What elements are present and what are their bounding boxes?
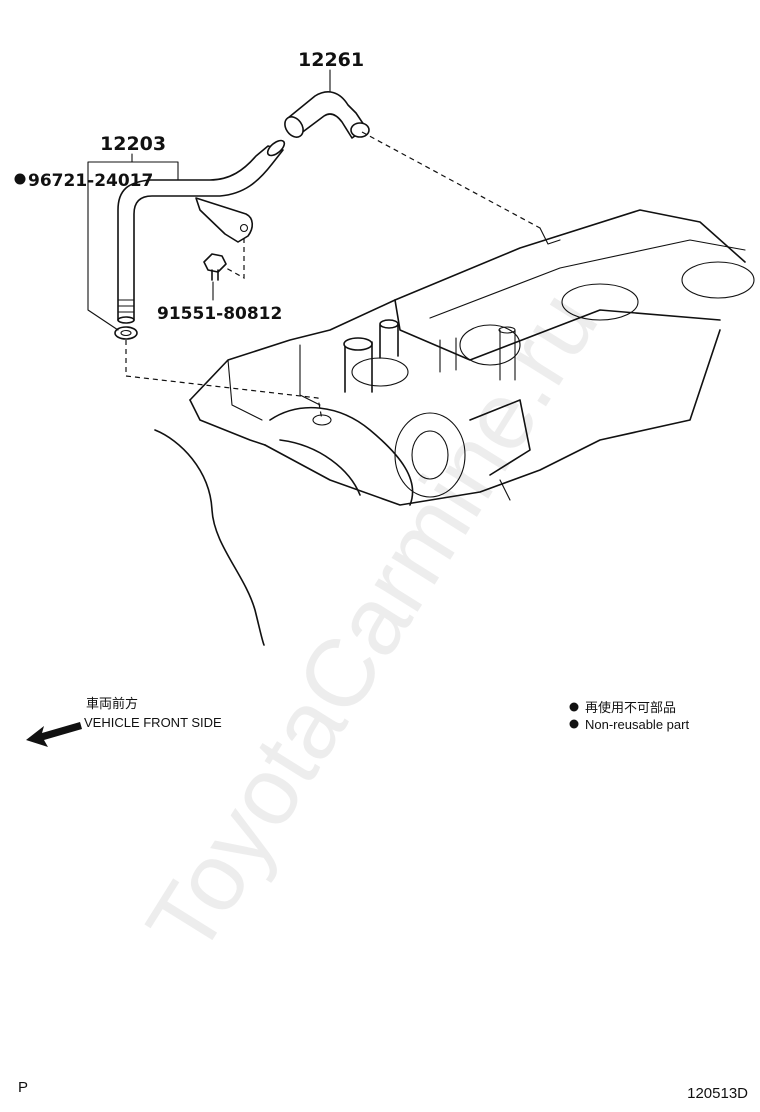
part-label-bolt: 91551-80812	[157, 304, 282, 324]
part-label-12203: 12203	[100, 133, 166, 155]
gasket-illustration	[114, 326, 138, 340]
hose-12261-illustration	[284, 91, 370, 139]
diagram-code: 120513D	[687, 1085, 748, 1102]
front-side-label-jp: 車両前方	[86, 696, 138, 711]
front-direction-indicator: 車両前方 VEHICLE FRONT SIDE	[26, 696, 222, 747]
part-label-gasket: 96721-24017	[28, 171, 153, 191]
legend: 再使用不可部品 Non-reusable part	[569, 700, 689, 732]
legend-label-en: Non-reusable part	[585, 717, 689, 732]
legend-bullet-en	[569, 719, 579, 729]
front-arrow-icon	[26, 722, 82, 747]
legend-bullet-jp	[569, 702, 579, 712]
part-label-12261: 12261	[298, 49, 364, 71]
engine-illustration	[154, 209, 755, 646]
front-side-label-en: VEHICLE FRONT SIDE	[84, 715, 222, 730]
non-reusable-marker-gasket	[14, 173, 26, 185]
bolt-illustration	[203, 253, 227, 281]
leader-lines	[87, 69, 541, 421]
pipe-12203-illustration	[117, 139, 286, 324]
legend-label-jp: 再使用不可部品	[585, 700, 676, 715]
corner-label-left: P	[18, 1079, 28, 1096]
